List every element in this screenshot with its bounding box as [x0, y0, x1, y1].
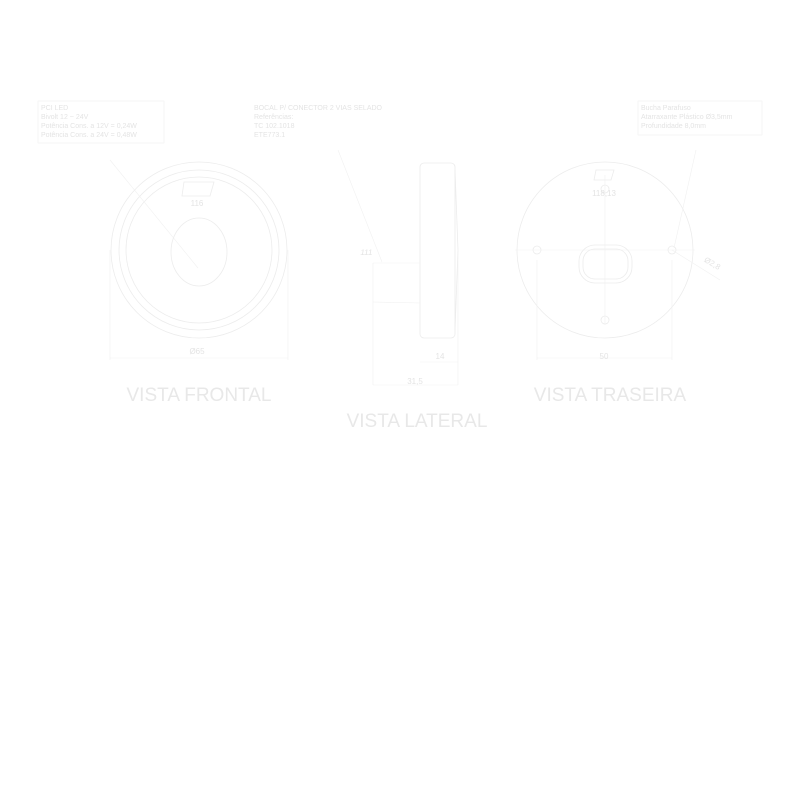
- note-line: Atarraxante Plástico Ø3,5mm: [641, 114, 733, 121]
- note-bocal: BOCAL P/ CONECTOR 2 VIAS SELADO Referênc…: [254, 105, 383, 139]
- note-line: Profundidade 8,0mm: [641, 123, 706, 130]
- dimension-label: 50: [600, 352, 609, 361]
- note-line: Potência Cons. a 12V = 0,24W: [41, 123, 137, 130]
- note-pci: PCI LED Bivolt 12 ~ 24V Potência Cons. a…: [37, 100, 165, 144]
- dimension-label: 31,5: [407, 377, 423, 386]
- note-line: Referências:: [254, 114, 293, 121]
- dimension-label: Ø65: [189, 347, 205, 356]
- dimension-label: 118,13: [592, 189, 616, 198]
- note-line: Potência Cons. a 24V = 0,48W: [41, 132, 137, 139]
- front-view: 116 Ø65 VISTA FRONTAL: [109, 159, 289, 406]
- note-line: Bucha Parafuso: [641, 105, 691, 112]
- view-title: VISTA TRASEIRA: [534, 385, 687, 406]
- note-line: PCI LED: [41, 105, 68, 112]
- dimension-label: 111: [360, 248, 374, 257]
- dimension-label: Ø2,8: [702, 255, 722, 272]
- view-title: VISTA FRONTAL: [127, 385, 272, 406]
- note-line: TC 102.1018: [254, 123, 295, 130]
- view-title: VISTA LATERAL: [347, 411, 488, 432]
- note-line: ETE773.1: [254, 132, 285, 139]
- dimension-label: 14: [436, 352, 445, 361]
- note-line: Bivolt 12 ~ 24V: [41, 114, 89, 121]
- rear-view: 118,13 50 Ø2,8 VISTA TRASEIRA: [515, 149, 722, 406]
- note-line: BOCAL P/ CONECTOR 2 VIAS SELADO: [254, 105, 383, 112]
- note-bucha: Bucha Parafuso Atarraxante Plástico Ø3,5…: [637, 100, 763, 136]
- side-view: 111 14 31,5 VISTA LATERAL: [337, 149, 488, 432]
- dimension-label: 116: [191, 199, 204, 208]
